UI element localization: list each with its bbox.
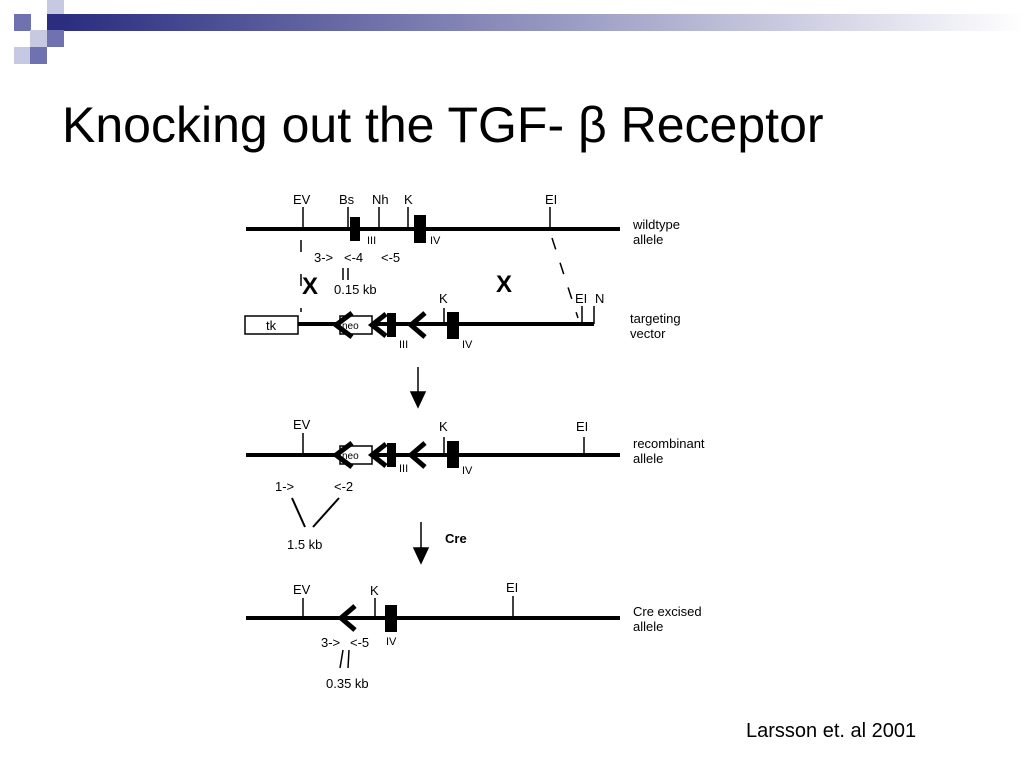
deco-square	[14, 47, 31, 64]
primer-label-4: <-4	[344, 250, 363, 265]
primer-label-1: 1->	[275, 479, 294, 494]
loxp-arrow	[367, 442, 388, 468]
site-label-k: K	[404, 192, 413, 207]
exon-iii-box-recombinant	[387, 443, 396, 467]
pcr-bracket-right	[347, 649, 350, 669]
exon-iv-box-excised	[385, 605, 397, 632]
loxp-arrow	[331, 311, 354, 339]
site-label-k-recombinant: K	[439, 419, 448, 434]
deco-square	[47, 14, 64, 31]
site-label-ei: EI	[545, 192, 557, 207]
exon-iv-box-targeting	[447, 312, 459, 339]
primer-label-3: 3->	[314, 250, 333, 265]
site-label-k-excised: K	[370, 583, 379, 598]
row-label-excised-2: allele	[633, 619, 663, 634]
row-label-recombinant-1: recombinant	[633, 436, 705, 451]
tk-label: tk	[266, 318, 277, 333]
site-label-bs: Bs	[339, 192, 355, 207]
slide-header-decoration	[14, 0, 1024, 64]
neo-label: neo	[342, 321, 359, 332]
exon-label-iii-targeting: III	[399, 339, 408, 351]
slide-title: Knocking out the TGF- β Receptor	[62, 97, 824, 153]
exon-label-iv-excised: IV	[386, 636, 397, 648]
exon-label-iv-recombinant: IV	[462, 465, 473, 477]
loxp-arrow	[367, 312, 388, 338]
loxp-arrow	[407, 311, 427, 339]
cre-step-label: Cre	[445, 531, 467, 546]
site-label-nh: Nh	[372, 192, 389, 207]
deco-square	[30, 47, 47, 64]
site-label-ev-excised: EV	[293, 582, 311, 597]
site-label-ei-recombinant: EI	[576, 419, 588, 434]
site-label-n-targeting: N	[595, 291, 604, 306]
primer-label-5-excised: <-5	[350, 635, 369, 650]
site-label-ei-excised: EI	[506, 580, 518, 595]
pcr-bracket-right	[312, 497, 340, 528]
exon-iv-box-recombinant	[447, 441, 459, 468]
deco-square	[47, 0, 64, 14]
exon-label-iv-targeting: IV	[462, 339, 473, 351]
row-label-wildtype-2: allele	[633, 232, 663, 247]
loxp-arrow	[331, 441, 354, 469]
deco-square	[47, 30, 64, 47]
site-label-ei-targeting: EI	[575, 291, 587, 306]
deco-square	[14, 14, 31, 31]
cre-arrow-head	[412, 547, 430, 565]
row-label-targeting-1: targeting	[630, 311, 681, 326]
pcr-bracket-left	[339, 649, 344, 669]
exon-label-iv: IV	[430, 235, 441, 247]
site-label-ev: EV	[293, 192, 311, 207]
loxp-arrow	[337, 604, 357, 632]
product-size-label: 0.15 kb	[334, 282, 377, 297]
row-label-recombinant-2: allele	[633, 451, 663, 466]
exon-label-iii: III	[367, 235, 376, 247]
row-label-wildtype-1: wildtype	[632, 217, 680, 232]
row-label-excised-1: Cre excised	[633, 604, 702, 619]
pcr-bracket-left	[291, 497, 306, 528]
primer-label-2: <-2	[334, 479, 353, 494]
product-size-label-excised: 0.35 kb	[326, 676, 369, 691]
homology-right-dashed-line	[551, 237, 579, 319]
citation-text: Larsson et. al 2001	[746, 720, 917, 742]
crossover-x-left: X	[302, 273, 318, 300]
exon-iii-box-targeting	[387, 313, 396, 337]
crossover-x-right: X	[496, 271, 512, 298]
primer-label-5: <-5	[381, 250, 400, 265]
header-gradient-bar	[64, 14, 1024, 31]
site-label-ev-recombinant: EV	[293, 417, 311, 432]
product-size-label-recombinant: 1.5 kb	[287, 537, 322, 552]
site-label-k-targeting: K	[439, 291, 448, 306]
primer-label-3-excised: 3->	[321, 635, 340, 650]
exon-label-iii-recombinant: III	[399, 463, 408, 475]
deco-square	[30, 30, 47, 47]
exon-iii-box	[350, 217, 360, 241]
down-arrow-head	[409, 391, 427, 409]
exon-iv-box	[414, 215, 426, 243]
row-label-targeting-2: vector	[630, 326, 666, 341]
loxp-arrow	[407, 441, 427, 469]
neo-label-recombinant: neo	[342, 451, 359, 462]
